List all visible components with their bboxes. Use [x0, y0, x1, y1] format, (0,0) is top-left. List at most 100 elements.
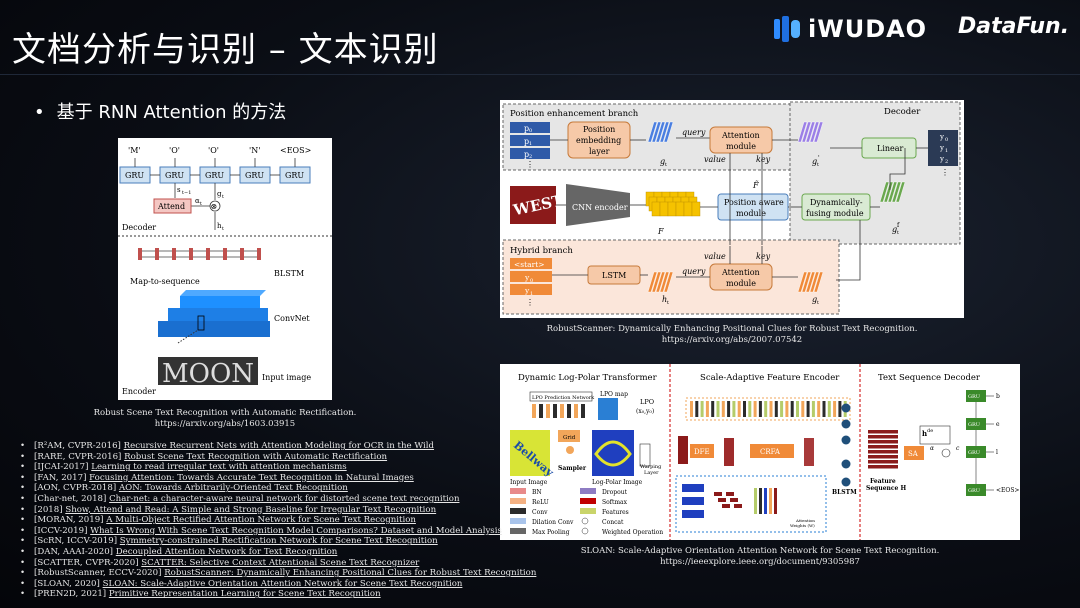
reference-link[interactable]: SLOAN: Scale-Adaptive Orientation Attent…: [102, 578, 463, 589]
rs-feature-map: [645, 191, 701, 217]
reference-link[interactable]: Robust Scene Text Recognition with Autom…: [124, 451, 388, 462]
robustscanner-caption: RobustScanner: Dynamically Enhancing Pos…: [500, 324, 964, 346]
encoder-layer: [748, 401, 752, 417]
rare-h-label: h: [217, 222, 222, 230]
reference-link[interactable]: Primitive Representation Learning for Sc…: [108, 589, 381, 600]
legend-label: Weighted Operation: [602, 529, 663, 536]
sloan-gru-box: [966, 390, 986, 402]
rare-blstm-cell: [240, 248, 244, 260]
sloan-lpo-layers: [532, 404, 585, 418]
layer-slab: [663, 271, 674, 293]
encoder-layer: [801, 401, 805, 417]
rare-multiply-node: [209, 200, 221, 212]
rs-ht: h: [662, 295, 667, 304]
sloan-sec1: Dynamic Log-Polar Transformer: [518, 373, 658, 383]
reference-link[interactable]: Focusing Attention: Towards Accurate Tex…: [89, 472, 414, 483]
rs-gt-sub: t: [665, 162, 667, 168]
rare-output-2: 'O': [208, 146, 219, 155]
reference-link[interactable]: A Multi-Object Rectified Attention Netwo…: [106, 515, 416, 526]
rare-blstm-cell: [155, 248, 159, 260]
feature-cell: [675, 201, 685, 217]
reference-link[interactable]: Recursive Recurrent Nets with Attention …: [123, 441, 435, 451]
sloan-caption-url[interactable]: https://ieeexplore.ieee.org/document/930…: [660, 557, 860, 567]
encoder-layer: [811, 401, 815, 417]
reference-bullet: •: [20, 557, 26, 568]
sloan-output-char: <EOS>: [996, 487, 1019, 494]
rare-gru-2-label: GRU: [205, 171, 224, 180]
reference-bullet: •: [20, 462, 26, 473]
reference-bullet: •: [20, 546, 26, 557]
sloan-grid-box: [558, 430, 580, 442]
sloan-output-char: l: [996, 449, 998, 456]
crfa-layer: [754, 488, 757, 514]
reference-link[interactable]: AON: Towards Arbitrarily-Oriented Text R…: [118, 483, 348, 494]
reference-item: •[RobustScanner, ECCV-2020] RobustScanne…: [20, 568, 536, 579]
legend-swatch: [510, 528, 526, 534]
sloan-warping-1: Warping: [640, 464, 662, 470]
reference-bullet: •: [20, 525, 26, 536]
rs-y2: y: [939, 155, 944, 163]
sloan-grid: Grid: [563, 435, 576, 441]
layer-slab: [655, 271, 666, 293]
encoder-node: [841, 403, 851, 413]
reference-link[interactable]: Decoupled Attention Network for Text Rec…: [115, 546, 338, 557]
reference-bullet: •: [20, 493, 26, 504]
rare-map-label: Map-to-sequence: [130, 277, 200, 286]
feature-seq-row: [868, 465, 898, 469]
sloan-feature-2: Sequence H: [866, 485, 906, 492]
reference-link[interactable]: What Is Wrong With Scene Text Recognitio…: [90, 525, 502, 536]
encoder-layer: [822, 401, 826, 417]
reference-link[interactable]: SCATTER: Selective Context Attentional S…: [141, 557, 420, 568]
sloan-crfa: CRFA: [760, 448, 781, 456]
rs-stack-ht: [647, 271, 674, 293]
robustscanner-caption-url[interactable]: https://arxiv.org/abs/2007.07542: [661, 335, 803, 345]
lpo-layer: [560, 404, 564, 418]
reference-link[interactable]: RobustScanner: Dynamically Enhancing Pos…: [164, 568, 537, 579]
layer-slab: [809, 271, 820, 293]
sloan-feature-1: Feature: [870, 478, 896, 485]
rare-conv-3: [158, 321, 270, 337]
encoder-layer: [716, 401, 720, 417]
reference-link[interactable]: Learning to read irregular text with att…: [91, 462, 347, 473]
lpo-layer: [546, 404, 550, 418]
rs-Ftilde: F̃: [752, 181, 759, 190]
legend-swatch: [580, 488, 596, 494]
layer-slab: [659, 121, 670, 143]
crfa-layer: [774, 488, 777, 514]
legend-label: Dilation Conv: [532, 519, 574, 526]
reference-tag: [Char-net, 2018]: [34, 493, 110, 504]
reference-link[interactable]: Char-net: a character-aware neural netwo…: [109, 493, 460, 504]
reference-bullet: •: [20, 589, 26, 600]
sloan-sec3: Text Sequence Decoder: [878, 373, 981, 383]
reference-link[interactable]: Symmetry-constrained Rectification Netwo…: [119, 536, 438, 547]
rare-conv-1: [180, 296, 260, 309]
sloan-caption: SLOAN: Scale-Adaptive Orientation Attent…: [500, 546, 1020, 568]
crfa-conv: [722, 504, 730, 508]
layer-slab: [655, 121, 666, 143]
encoder-node: [841, 477, 851, 487]
rs-p0-sub: 0: [529, 128, 532, 134]
legend-swatch: [580, 498, 596, 504]
feature-cell: [691, 201, 701, 217]
reference-link[interactable]: Show, Attend and Read: A Simple and Stro…: [65, 504, 437, 515]
rs-gtf-sub: t: [897, 230, 899, 236]
sloan-caption-title: SLOAN: Scale-Adaptive Orientation Attent…: [580, 546, 940, 556]
rare-projection-line: [177, 329, 199, 344]
sloan-diagram: Dynamic Log-Polar Transformer Scale-Adap…: [510, 364, 1019, 540]
rs-query-1: query: [682, 128, 706, 137]
rare-attend-box: [153, 198, 192, 214]
rare-caption-url[interactable]: https://arxiv.org/abs/1603.03915: [154, 419, 296, 429]
sloan-gru-label: GRU: [968, 450, 980, 456]
rs-gtf: g: [892, 225, 897, 234]
rare-g-label: g: [217, 190, 222, 198]
sloan-lpo-map: LPO map: [600, 391, 628, 398]
lpo-layer: [539, 404, 543, 418]
encoder-layer: [774, 401, 778, 417]
sloan-input-img: [510, 430, 550, 476]
rs-value-1: value: [704, 155, 726, 164]
rare-output-3: 'N': [249, 146, 260, 155]
reference-tag: [R²AM, CVPR-2016]: [34, 441, 124, 451]
rare-blstm-cell: [189, 248, 193, 260]
